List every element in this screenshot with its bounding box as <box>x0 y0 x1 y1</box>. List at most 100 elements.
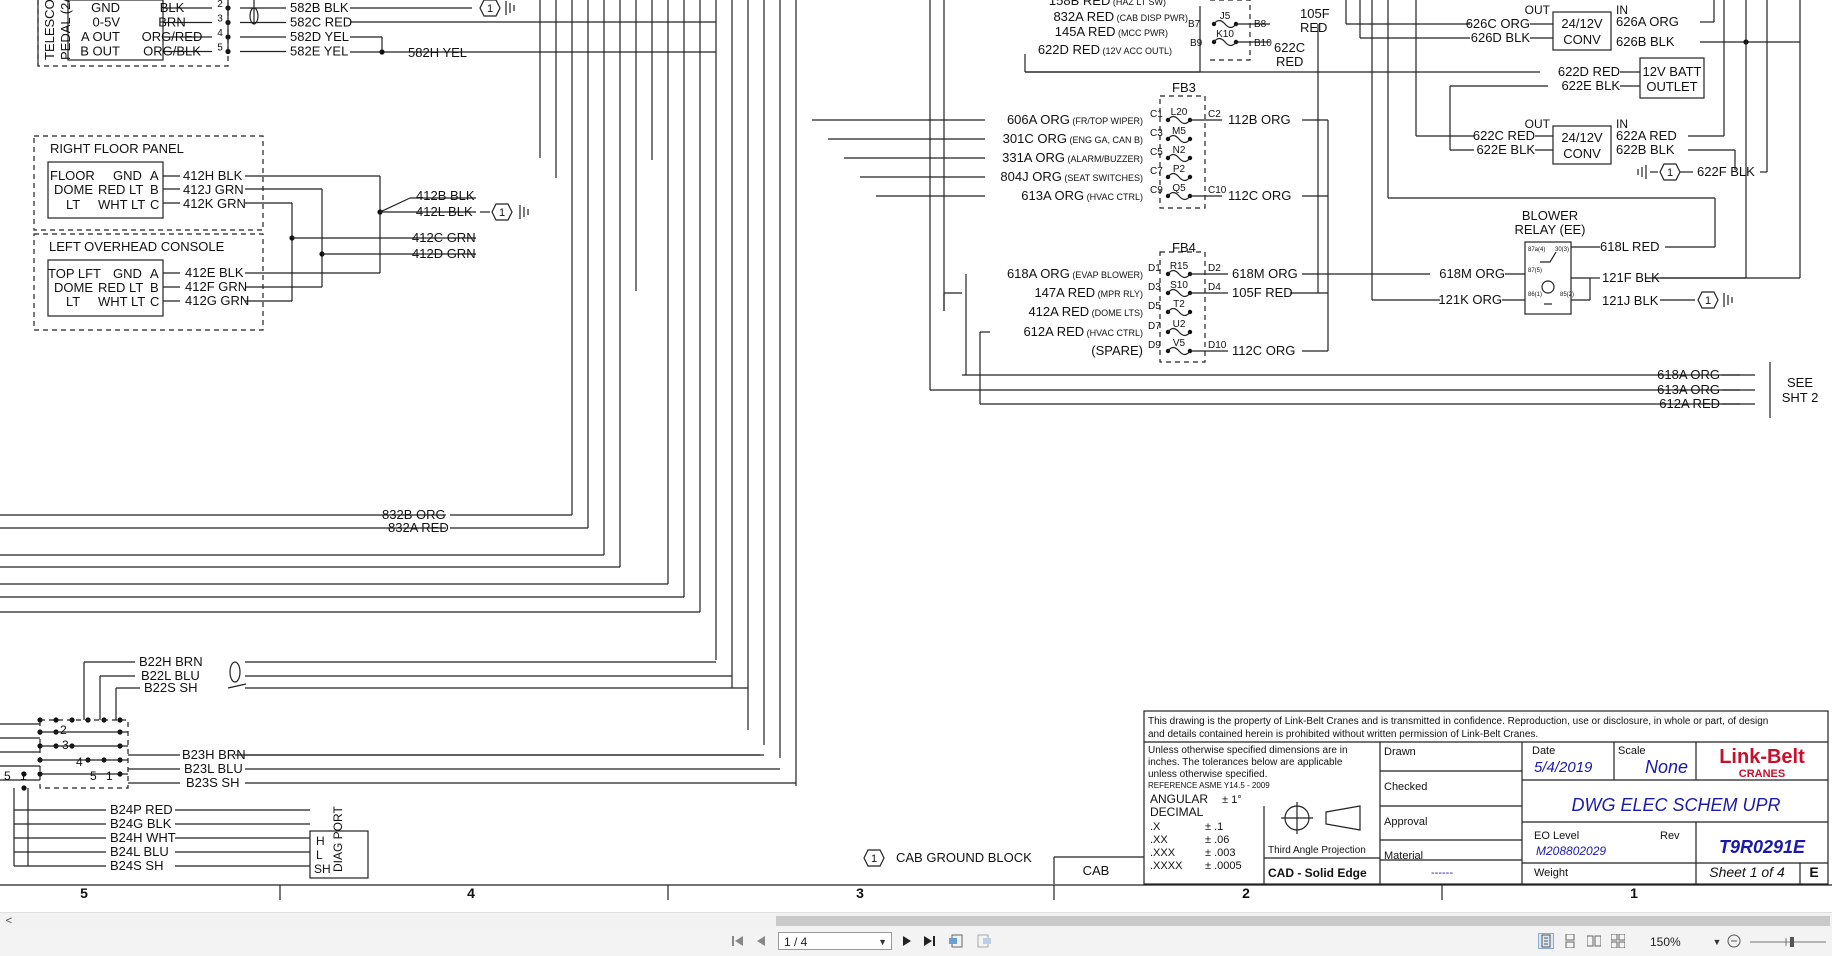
fb4-title: FB4 <box>1172 240 1196 255</box>
wire-label: 622D RED (12V ACC OUTL) <box>1038 42 1172 57</box>
shield-icon <box>249 7 259 25</box>
wire-label: 832A RED (CAB DISP PWR) <box>1053 9 1188 24</box>
wire-label: LT <box>66 197 80 212</box>
facing-pages-view-icon[interactable] <box>1586 933 1602 949</box>
blower-relay <box>1524 241 1572 315</box>
wire-label: 412J GRN <box>183 182 244 197</box>
fuse-icon <box>1167 172 1191 182</box>
wire-label: TOP LFT <box>48 266 101 281</box>
wire-label: 105F RED <box>1232 285 1293 300</box>
wire-label: E <box>1809 864 1818 880</box>
wire-label: 412H BLK <box>183 168 243 183</box>
wire-label: B22L BLU <box>141 668 200 683</box>
pedal-wire-color: ORG/BLK <box>143 44 201 59</box>
pedal-wire-color: ORG/RED <box>142 29 203 44</box>
scroll-left-icon[interactable]: < <box>5 915 13 927</box>
zoom-slider[interactable] <box>1748 933 1828 951</box>
legend-ground-icon <box>863 849 885 867</box>
wire-label: 3 <box>62 738 69 752</box>
single-page-view-icon[interactable] <box>1538 933 1554 949</box>
wire-label: OUT <box>1525 117 1551 131</box>
next-page-icon[interactable] <box>900 933 914 951</box>
wire-label: C2 <box>1208 109 1221 120</box>
zoom-out-icon[interactable] <box>1726 933 1742 951</box>
continuous-facing-view-icon[interactable] <box>1610 933 1626 949</box>
wire-label: .XXXX <box>1150 860 1183 872</box>
fuse-label: Q5 <box>1172 183 1186 194</box>
go-forward-view-icon[interactable] <box>974 933 992 951</box>
wire-label: EO Level <box>1534 830 1579 842</box>
wire-label: RED <box>1300 20 1327 35</box>
wire-label: 158B RED (HAZ LT SW) <box>1049 0 1166 8</box>
wire-label: C <box>150 294 159 309</box>
wire-label: 2 <box>60 723 67 737</box>
wire-label: SHT 2 <box>1782 390 1819 405</box>
fuse-label: T2 <box>1173 299 1185 310</box>
ground-block-icon <box>1697 291 1719 309</box>
fuse-icon <box>1167 115 1191 125</box>
zone-number: 4 <box>467 885 475 901</box>
first-page-icon[interactable] <box>730 933 746 951</box>
wire-label: 147A RED (MPR RLY) <box>1034 285 1143 300</box>
page-number-select[interactable]: 1 / 4 ▼ <box>778 932 892 950</box>
go-back-view-icon[interactable] <box>948 933 966 951</box>
wire-label: CAB <box>1083 863 1110 878</box>
zoom-level[interactable]: 150% <box>1650 935 1681 949</box>
wire-label: D4 <box>1208 282 1221 293</box>
fuse-label: U2 <box>1173 319 1186 330</box>
scrollbar-thumb[interactable] <box>776 916 1830 926</box>
pedal-pin-number: 5 <box>217 43 223 54</box>
wire-label: 606A ORG (FR/TOP WIPER) <box>1007 112 1143 127</box>
pedal-connector <box>67 0 164 61</box>
b24-wire: B24G BLK <box>110 816 172 831</box>
shield-icon <box>229 661 241 683</box>
last-page-icon[interactable] <box>922 933 938 951</box>
wire-label: L <box>316 848 323 862</box>
wire-label: ------ <box>1431 867 1453 879</box>
wire-label: DOME <box>54 182 93 197</box>
wire-label: RED LT <box>98 280 143 295</box>
ground-block-number: 1 <box>1705 295 1711 307</box>
wire-label: 24/12V <box>1561 130 1603 145</box>
wire-label: Drawn <box>1384 746 1416 758</box>
wire-label: 626A ORG <box>1616 14 1679 29</box>
wire-label: ANGULAR <box>1150 792 1208 806</box>
converter-1 <box>1552 11 1612 51</box>
fb3-title: FB3 <box>1172 80 1196 95</box>
continuous-view-icon[interactable] <box>1562 933 1578 949</box>
chevron-down-icon: ▼ <box>878 937 887 947</box>
pedal-pin: B OUT <box>80 44 120 59</box>
wire-label: 618M ORG <box>1439 266 1505 281</box>
horizontal-scrollbar[interactable]: < <box>0 912 1832 929</box>
relay-contact-icon <box>1540 251 1557 263</box>
wire-label: 24/12V <box>1561 16 1603 31</box>
pedal-label: PEDAL (2A <box>58 0 73 60</box>
wire-label: CRANES <box>1739 768 1785 780</box>
ground-block-number: 1 <box>499 207 505 219</box>
wire-label: BLOWER <box>1522 208 1578 223</box>
right-floor-title: RIGHT FLOOR PANEL <box>50 141 184 156</box>
wire-label: B <box>150 182 159 197</box>
wire-label: 622E BLK <box>1476 142 1535 157</box>
wire-label: DWG ELEC SCHEM UPR <box>1571 795 1780 815</box>
wire-label: 112C ORG <box>1228 188 1291 203</box>
fuse-icon <box>1213 37 1237 47</box>
b24-wire: B24H WHT <box>110 830 176 845</box>
previous-page-icon[interactable] <box>754 933 768 951</box>
wire-label: 412A RED (DOME LTS) <box>1028 304 1143 319</box>
zoom-dropdown-icon[interactable]: ▼ <box>1712 937 1722 947</box>
fuse-icon <box>1213 19 1237 29</box>
wire-label: 412E BLK <box>185 265 244 280</box>
wire-label: and details contained herein is prohibit… <box>1148 729 1538 740</box>
relay-coil-icon <box>1541 280 1555 294</box>
pedal-pin: A OUT <box>81 29 120 44</box>
wire-label: 612A RED <box>1659 396 1720 411</box>
ground-block-icon <box>479 0 501 17</box>
wire-label: CONV <box>1563 146 1601 161</box>
wire-label: 87(5) <box>1528 268 1542 274</box>
zone-number: 3 <box>856 885 864 901</box>
top-fuse-box <box>1210 0 1251 61</box>
fb4-box <box>1159 251 1206 363</box>
wire-label: B22H BRN <box>139 654 203 669</box>
